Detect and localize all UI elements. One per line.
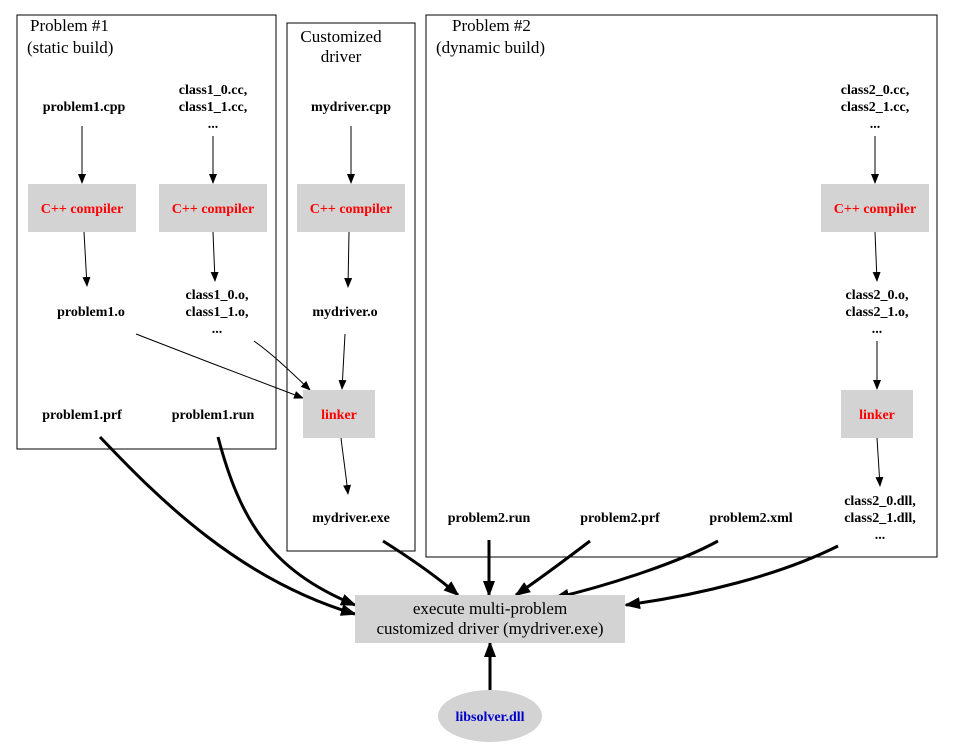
- edge-class1-o-to-linker-drv: [253, 340, 311, 391]
- node-linker-drv-label: linker: [321, 408, 357, 423]
- node-execute-label-line1: execute multi-problem: [413, 599, 567, 618]
- node-mydriver-o: mydriver.o: [312, 305, 377, 320]
- node-problem1-prf-label: problem1.prf: [42, 408, 122, 423]
- node-class2-dll-label-line2: class2_1.dll,: [844, 511, 916, 526]
- cluster-driver-title-line1: Customized: [300, 27, 382, 46]
- cluster-problem2: Problem #2 (dynamic build): [425, 14, 938, 558]
- node-class2-cc: class2_0.cc, class2_1.cc,...: [841, 83, 909, 132]
- node-class1-cc-label-line1: class1_0.cc,: [179, 83, 247, 98]
- edge-compiler-p2-to-class2-o: [872, 231, 881, 282]
- node-problem1-o: problem1.o: [57, 305, 125, 320]
- node-class1-cc: class1_0.cc, class1_1.cc,...: [179, 83, 247, 132]
- node-problem2-run-label: problem2.run: [448, 511, 531, 526]
- node-mydriver-cpp-label: mydriver.cpp: [311, 100, 391, 115]
- node-execute-label-line2: customized driver (mydriver.exe): [376, 619, 603, 638]
- node-class2-dll: class2_0.dll, class2_1.dll,...: [844, 494, 916, 543]
- node-problem1-cpp-label: problem1.cpp: [43, 100, 126, 115]
- node-compiler-p2: C++ compiler: [821, 184, 929, 232]
- edge-compiler-p1a-to-problem1-o: [82, 231, 91, 287]
- node-class2-dll-label-line1: class2_0.dll,: [844, 494, 916, 509]
- node-mydriver-cpp: mydriver.cpp: [311, 100, 391, 115]
- edge-problem1-prf-to-execute: [98, 435, 357, 616]
- node-class2-o-label-line2: class2_1.o,: [846, 305, 909, 320]
- edges: [78, 126, 884, 690]
- edge-problem1-o-to-linker-drv: [135, 333, 304, 399]
- cluster-problem2-title-line1: Problem #2: [452, 16, 531, 35]
- node-problem1-run: problem1.run: [172, 408, 255, 423]
- node-compiler-p1b-label: C++ compiler: [172, 202, 254, 217]
- node-compiler-p1a: C++ compiler: [28, 184, 136, 232]
- node-class2-cc-label-line1: class2_0.cc,: [841, 83, 909, 98]
- cluster-problem2-title-line2: (dynamic build): [436, 38, 545, 57]
- edge-linker-drv-to-mydriver-exe: [340, 437, 352, 495]
- node-compiler-p1b-box: [159, 184, 267, 232]
- cluster-problem1-title-line1: Problem #1: [30, 16, 109, 35]
- node-class1-o-label-line1: class1_0.o,: [186, 288, 249, 303]
- node-compiler-p1a-box: [28, 184, 136, 232]
- cluster-driver-title-line2: driver: [321, 47, 362, 66]
- node-linker-p2-box: [841, 390, 913, 438]
- cluster-problem1-title-line2: (static build): [27, 38, 113, 57]
- node-problem1-cpp: problem1.cpp: [43, 100, 126, 115]
- node-problem2-prf-label: problem2.prf: [580, 511, 660, 526]
- node-problem2-xml: problem2.xml: [709, 511, 792, 526]
- node-compiler-drv: C++ compiler: [297, 184, 405, 232]
- node-class2-o: class2_0.o, class2_1.o,...: [846, 288, 909, 337]
- node-class1-o-label-line3: ...: [212, 322, 223, 337]
- node-libsolver: libsolver.dll: [438, 690, 542, 742]
- node-problem2-run: problem2.run: [448, 511, 531, 526]
- node-libsolver-label: libsolver.dll: [455, 710, 524, 725]
- node-problem1-run-label: problem1.run: [172, 408, 255, 423]
- node-linker-p2-label: linker: [859, 408, 895, 423]
- edge-mydriver-exe-to-execute: [382, 539, 460, 597]
- node-problem2-xml-label: problem2.xml: [709, 511, 792, 526]
- edge-problem2-prf-to-execute: [514, 539, 591, 597]
- node-libsolver-ellipse: [438, 690, 542, 742]
- node-class2-dll-label-line3: ...: [875, 528, 886, 543]
- node-mydriver-o-label: mydriver.o: [312, 305, 377, 320]
- edge-compiler-p1b-to-class1-o: [210, 231, 219, 282]
- node-class1-o-label-line2: class1_1.o,: [186, 305, 249, 320]
- edge-compiler-drv-to-mydriver-o: [344, 231, 353, 288]
- node-problem1-o-label: problem1.o: [57, 305, 125, 320]
- node-problem2-prf: problem2.prf: [580, 511, 660, 526]
- node-problem1-prf: problem1.prf: [42, 408, 122, 423]
- node-class2-cc-label-line3: ...: [870, 117, 881, 132]
- node-compiler-p1a-label: C++ compiler: [41, 202, 123, 217]
- node-class1-o: class1_0.o, class1_1.o,...: [186, 288, 249, 337]
- node-mydriver-exe-label: mydriver.exe: [312, 511, 390, 526]
- node-mydriver-exe: mydriver.exe: [312, 511, 390, 526]
- node-linker-p2: linker: [841, 390, 913, 438]
- node-linker-drv-box: [303, 390, 375, 438]
- edge-mydriver-o-to-linker-drv: [338, 333, 347, 390]
- node-class2-o-label-line3: ...: [872, 322, 883, 337]
- node-execute-box: [355, 595, 625, 643]
- node-compiler-p1b: C++ compiler: [159, 184, 267, 232]
- node-compiler-p2-box: [821, 184, 929, 232]
- nodes: problem1.cpp class1_0.cc, class1_1.cc,... C…: [28, 83, 929, 742]
- node-linker-drv: linker: [303, 390, 375, 438]
- cluster-driver: Customized driver: [286, 22, 416, 552]
- node-class2-cc-label-line2: class2_1.cc,: [841, 100, 909, 115]
- cluster-problem1: Problem #1 (static build): [16, 14, 277, 450]
- node-compiler-p2-label: C++ compiler: [834, 202, 916, 217]
- node-class2-o-label-line1: class2_0.o,: [846, 288, 909, 303]
- node-class1-cc-label-line3: ...: [208, 117, 219, 132]
- edge-problem2-xml-to-execute: [553, 539, 719, 601]
- edge-class2-dll-to-execute: [624, 544, 839, 610]
- edge-linker-p2-to-class2-dll: [875, 437, 884, 487]
- edge-problem1-run-to-execute: [216, 436, 357, 607]
- cluster-driver-border: [286, 22, 416, 552]
- cluster-problem1-border: [16, 14, 277, 450]
- node-compiler-drv-box: [297, 184, 405, 232]
- node-class1-cc-label-line2: class1_1.cc,: [179, 100, 247, 115]
- node-compiler-drv-label: C++ compiler: [310, 202, 392, 217]
